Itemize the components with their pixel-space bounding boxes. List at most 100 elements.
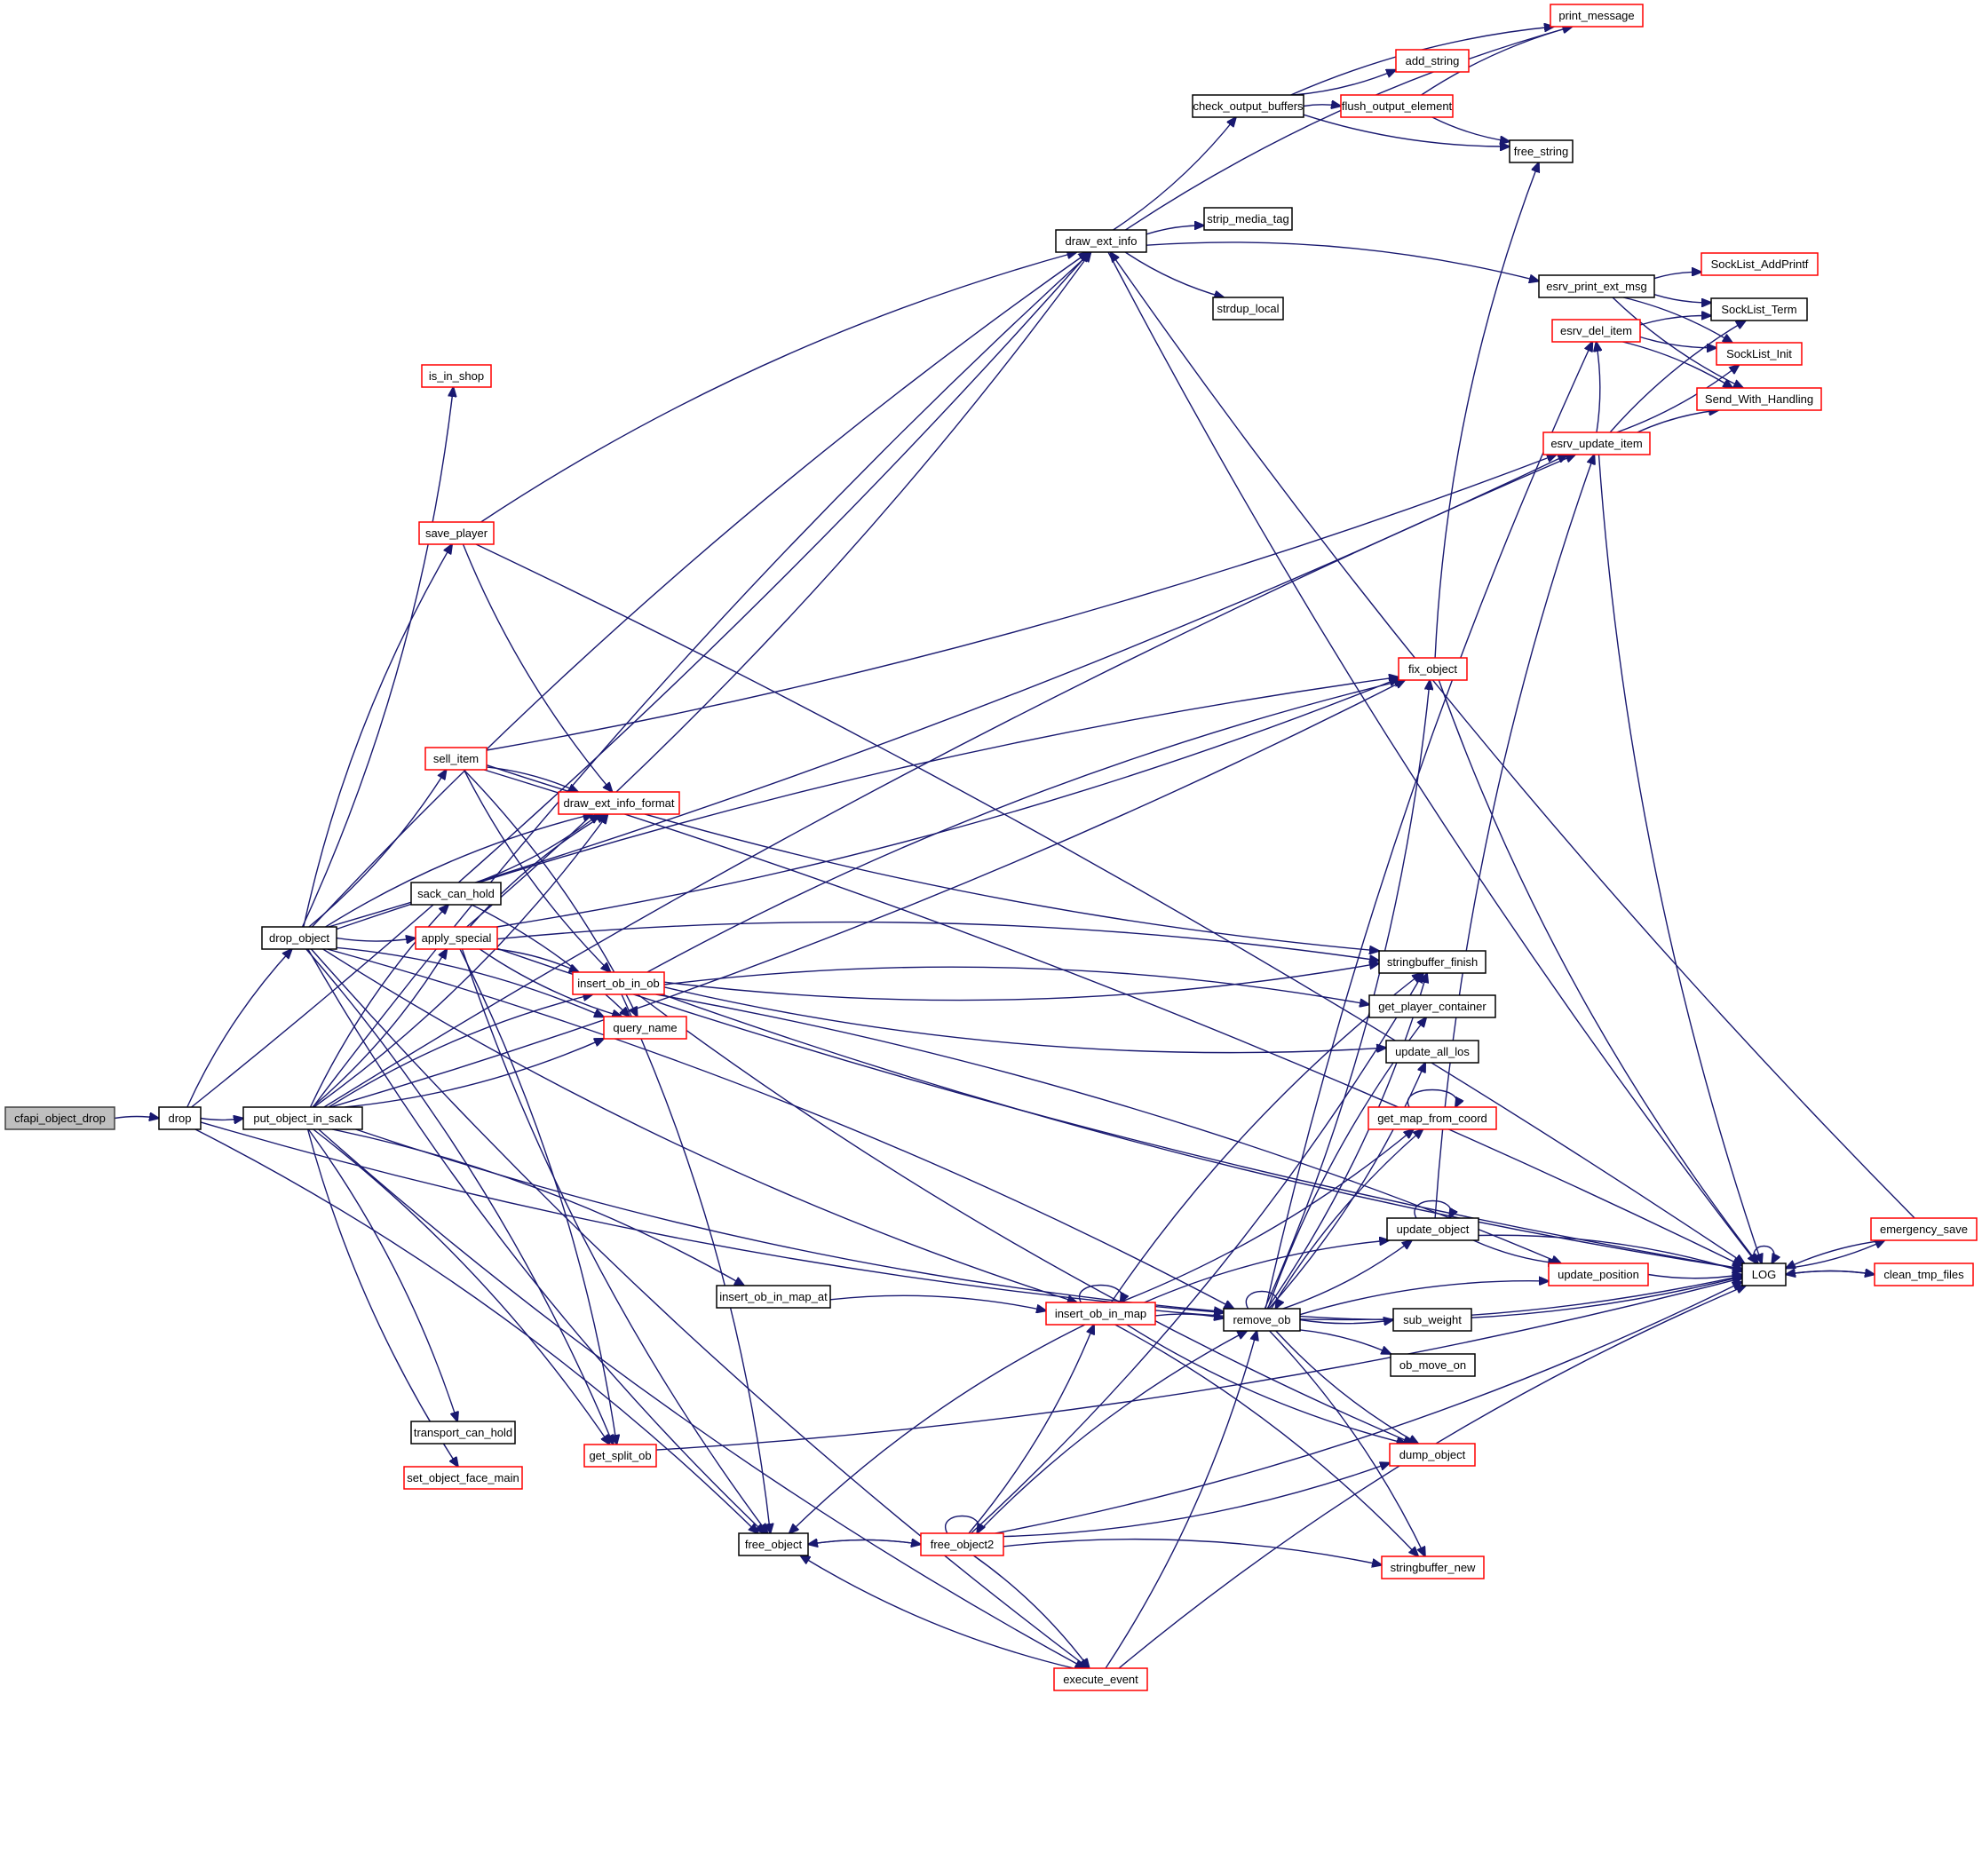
edge-free_object2-to-stringbuffer_finish: [971, 973, 1423, 1534]
node-send-with-handling[interactable]: Send_With_Handling: [1696, 387, 1822, 411]
edges-layer: [114, 27, 1915, 1669]
edge-drop-to-put_object_in_sack: [200, 1119, 243, 1120]
edge-esrv_print_ext_msg-to-SockList_Term: [1653, 294, 1711, 303]
node-label: dump_object: [1399, 1448, 1466, 1461]
node-box: [1381, 1555, 1485, 1579]
node-label: update_all_los: [1395, 1045, 1470, 1058]
node-box: [1548, 1263, 1649, 1286]
edge-free_object2-to-execute_event: [972, 1555, 1089, 1668]
node-check-output-buffers[interactable]: check_output_buffers: [1192, 94, 1304, 118]
node-clean-tmp-files[interactable]: clean_tmp_files: [1874, 1263, 1974, 1286]
node-label: get_map_from_coord: [1377, 1112, 1487, 1125]
edge-apply_special-to-free_object: [461, 948, 768, 1533]
node-cfapi-object-drop[interactable]: cfapi_object_drop: [4, 1106, 115, 1130]
node-drop[interactable]: drop: [158, 1106, 202, 1130]
node-strip-media-tag[interactable]: strip_media_tag: [1203, 207, 1293, 231]
node-dump-object[interactable]: dump_object: [1389, 1443, 1476, 1467]
node-fix-object[interactable]: fix_object: [1398, 657, 1468, 681]
node-apply-special[interactable]: apply_special: [415, 926, 498, 950]
node-box: [242, 1106, 363, 1130]
edge-remove_ob-to-stringbuffer_finish: [1266, 973, 1427, 1310]
edge-remove_ob-to-get_map_from_coord: [1271, 1129, 1423, 1310]
node-flush-output-element[interactable]: flush_output_element: [1340, 94, 1454, 118]
node-box: [1696, 387, 1822, 411]
edge-drop_object-to-sell_item: [308, 770, 447, 928]
node-insert-ob-in-map-at[interactable]: insert_ob_in_map_at: [716, 1285, 831, 1309]
node-update-all-los[interactable]: update_all_los: [1385, 1040, 1479, 1064]
node-sell-item[interactable]: sell_item: [424, 747, 488, 771]
edge-insert_ob_in_ob-to-get_player_container: [663, 966, 1369, 1004]
node-box: [421, 364, 492, 388]
node-update-object[interactable]: update_object: [1386, 1217, 1479, 1241]
node-draw-ext-info-format[interactable]: draw_ext_info_format: [558, 791, 680, 815]
edge-check_output_buffers-to-free_string: [1303, 114, 1510, 146]
node-put-object-in-sack[interactable]: put_object_in_sack: [242, 1106, 363, 1130]
edge-sack_can_hold-to-draw_ext_info_format: [475, 814, 599, 883]
node-box: [1053, 1667, 1148, 1691]
node-sack-can-hold[interactable]: sack_can_hold: [410, 882, 502, 906]
node-save-player[interactable]: save_player: [418, 521, 495, 545]
node-stringbuffer-new[interactable]: stringbuffer_new: [1381, 1555, 1485, 1579]
node-insert-ob-in-map[interactable]: insert_ob_in_map: [1045, 1302, 1156, 1326]
node-is-in-shop[interactable]: is_in_shop: [421, 364, 492, 388]
edge-esrv_update_item-to-Send_With_Handling: [1637, 410, 1719, 433]
edge-drop_object-to-apply_special: [336, 938, 416, 942]
edge-check_output_buffers-to-add_string: [1293, 70, 1396, 96]
node-transport-can-hold[interactable]: transport_can_hold: [410, 1421, 516, 1445]
edge-apply_special-to-query_name: [479, 948, 622, 1017]
node-ob-move-on[interactable]: ob_move_on: [1390, 1353, 1476, 1377]
node-esrv-del-item[interactable]: esrv_del_item: [1551, 319, 1641, 343]
node-free-object[interactable]: free_object: [738, 1532, 809, 1556]
node-socklist-addprintf[interactable]: SockList_AddPrintf: [1701, 252, 1819, 276]
node-label: LOG: [1752, 1268, 1776, 1281]
node-execute-event[interactable]: execute_event: [1053, 1667, 1148, 1691]
node-insert-ob-in-ob[interactable]: insert_ob_in_ob: [572, 971, 665, 995]
node-draw-ext-info[interactable]: draw_ext_info: [1055, 229, 1147, 253]
edge-clean_tmp_files-to-LOG: [1786, 1271, 1875, 1275]
node-get-map-from-coord[interactable]: get_map_from_coord: [1368, 1106, 1497, 1130]
node-box: [1386, 1217, 1479, 1241]
edge-drop_object-to-insert_ob_in_map: [322, 948, 1077, 1302]
edge-drop_object-to-is_in_shop: [301, 387, 454, 928]
node-free-string[interactable]: free_string: [1509, 139, 1574, 163]
node-box: [1340, 94, 1454, 118]
node-box: [1550, 4, 1644, 28]
edge-drop_object-to-save_player: [303, 544, 452, 928]
edge-execute_event-to-LOG: [1118, 1286, 1746, 1669]
node-esrv-update-item[interactable]: esrv_update_item: [1542, 431, 1651, 455]
node-socklist-init[interactable]: SockList_Init: [1716, 342, 1803, 366]
edge-remove_ob-to-ob_move_on: [1299, 1329, 1391, 1354]
node-sub-weight[interactable]: sub_weight: [1392, 1308, 1472, 1332]
node-esrv-print-ext-msg[interactable]: esrv_print_ext_msg: [1538, 274, 1655, 298]
node-add-string[interactable]: add_string: [1395, 49, 1470, 73]
node-box: [1223, 1308, 1301, 1332]
node-box: [410, 882, 502, 906]
node-print-message[interactable]: print_message: [1550, 4, 1644, 28]
edge-drop-to-draw_ext_info: [191, 252, 1090, 1108]
node-get-split-ob[interactable]: get_split_ob: [583, 1444, 657, 1468]
node-emergency-save[interactable]: emergency_save: [1870, 1217, 1978, 1241]
node-log[interactable]: LOG: [1741, 1263, 1787, 1286]
edge-esrv_del_item-to-Send_With_Handling: [1622, 341, 1732, 388]
edge-get_split_ob-to-LOG: [655, 1278, 1742, 1451]
edge-insert_ob_in_map-to-dump_object: [1126, 1324, 1407, 1444]
node-label: emergency_save: [1880, 1223, 1968, 1236]
node-label: set_object_face_main: [407, 1471, 519, 1484]
node-box: [1368, 994, 1496, 1018]
node-socklist-term[interactable]: SockList_Term: [1710, 297, 1808, 321]
node-get-player-container[interactable]: get_player_container: [1368, 994, 1496, 1018]
edge-put_object_in_sack-to-transport_can_hold: [307, 1128, 457, 1421]
node-stringbuffer-finish[interactable]: stringbuffer_finish: [1378, 950, 1486, 974]
node-remove-ob[interactable]: remove_ob: [1223, 1308, 1301, 1332]
node-drop-object[interactable]: drop_object: [261, 926, 337, 950]
edge-emergency_save-to-LOG: [1786, 1239, 1885, 1269]
node-strdup-local[interactable]: strdup_local: [1212, 297, 1284, 321]
edge-draw_ext_info-to-strdup_local: [1124, 251, 1224, 297]
node-box: [1741, 1263, 1787, 1286]
node-update-position[interactable]: update_position: [1548, 1263, 1649, 1286]
node-free-object2[interactable]: free_object2: [920, 1532, 1004, 1556]
node-query-name[interactable]: query_name: [603, 1016, 687, 1040]
node-label: SockList_Init: [1726, 347, 1792, 360]
edge-esrv_print_ext_msg-to-SockList_AddPrintf: [1653, 272, 1701, 280]
node-set-object-face-main[interactable]: set_object_face_main: [403, 1466, 523, 1490]
